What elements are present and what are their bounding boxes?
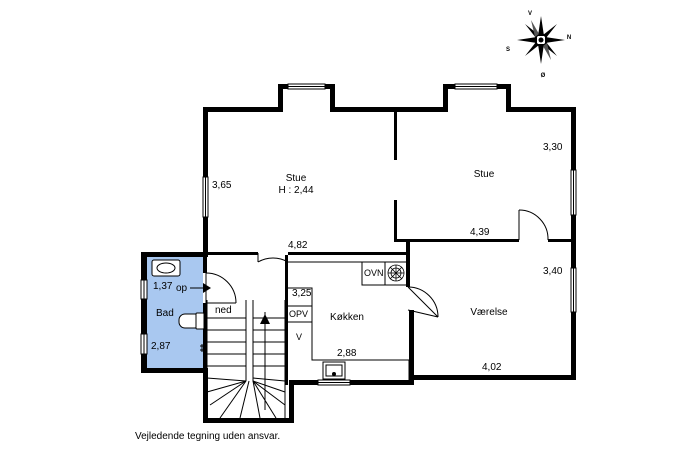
disclaimer-text: Vejledende tegning uden ansvar. bbox=[135, 431, 281, 442]
label-opv: OPV bbox=[289, 309, 308, 319]
bathroom-fixtures bbox=[151, 259, 205, 352]
up-arrow-icon bbox=[190, 283, 211, 293]
oven-icon bbox=[387, 264, 405, 282]
dim-vaerelse-right: 3,40 bbox=[543, 266, 563, 277]
staircase bbox=[206, 300, 286, 419]
label-v: V bbox=[296, 332, 302, 342]
label-ovn: OVN bbox=[364, 268, 384, 278]
room-name-kokken: Køkken bbox=[330, 312, 364, 323]
dim-kokken-top: 3,25 bbox=[292, 288, 312, 299]
label-stairs-up: op bbox=[176, 283, 188, 294]
compass-s: S bbox=[506, 47, 510, 53]
room-name-vaerelse: Værelse bbox=[470, 307, 508, 318]
interior-walls bbox=[203, 112, 576, 385]
room-name-stue2: Stue bbox=[474, 169, 495, 180]
dim-stue1-left: 3,65 bbox=[212, 180, 232, 191]
labels: Stue H : 2,44 3,65 4,82 Stue 3,30 4,39 K… bbox=[151, 142, 563, 373]
kitchen-counter bbox=[288, 261, 410, 380]
compass-icon: V N S Ø bbox=[506, 11, 571, 79]
dim-stue2-right: 3,30 bbox=[543, 142, 563, 153]
room-height-stue1: H : 2,44 bbox=[278, 185, 313, 196]
dim-kokken-bottom: 2,88 bbox=[337, 348, 357, 359]
windows bbox=[140, 83, 577, 386]
dim-bad-bottom: 2,87 bbox=[151, 341, 171, 352]
stair-arrow-icon bbox=[260, 314, 270, 324]
compass-o: Ø bbox=[541, 73, 546, 79]
room-name-stue1: Stue bbox=[286, 173, 307, 184]
dim-vaerelse-bottom: 4,02 bbox=[482, 362, 502, 373]
compass-v: V bbox=[528, 11, 532, 17]
room-name-bad: Bad bbox=[156, 308, 174, 319]
label-stairs-down: ned bbox=[215, 305, 232, 316]
compass-n: N bbox=[567, 35, 571, 41]
dim-bad-top: 1,37 bbox=[153, 281, 173, 292]
doors bbox=[205, 209, 549, 318]
dim-stue2-bottom: 4,39 bbox=[470, 227, 490, 238]
dim-stue1-bottom: 4,82 bbox=[288, 240, 308, 251]
